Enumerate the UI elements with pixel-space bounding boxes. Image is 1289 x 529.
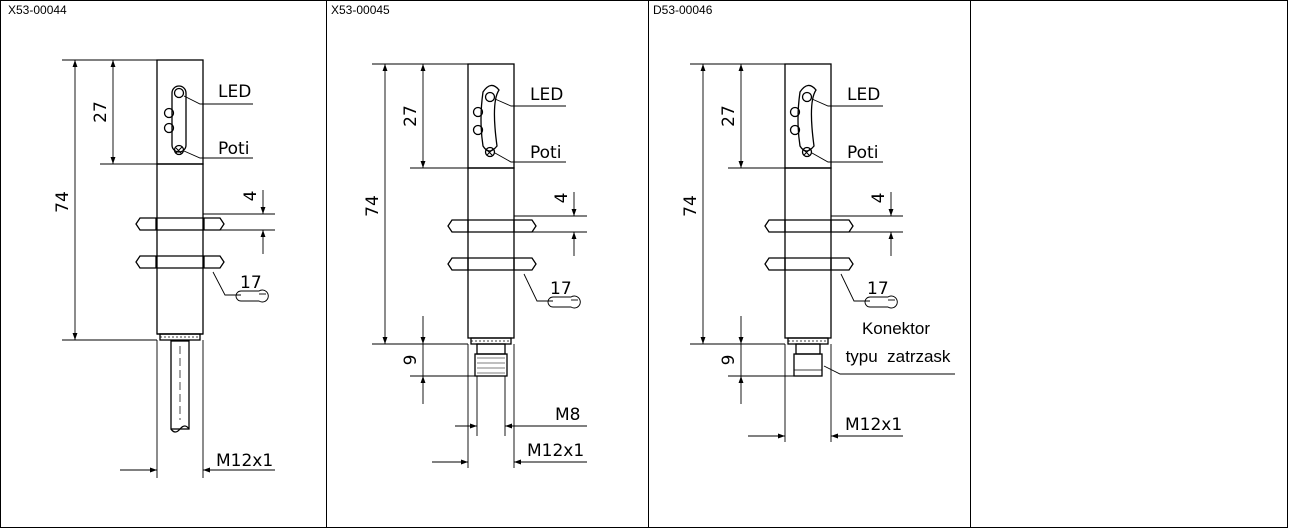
- dim-4-3: 4: [869, 193, 889, 204]
- dim-9-2: 9: [401, 355, 421, 366]
- cell-code-2: X53-00045: [331, 3, 390, 17]
- dim-m8-2: M8: [555, 405, 580, 425]
- dim-17-1: 17: [240, 273, 262, 293]
- sensor-drawing-3: [690, 63, 955, 442]
- cell-code-1: X53-00044: [8, 3, 67, 17]
- konektor-label-line1: Konektor: [862, 319, 930, 338]
- sensor-drawing-2: [372, 63, 587, 468]
- dim-m12-2: M12x1: [527, 441, 584, 461]
- dim-17-3: 17: [867, 279, 889, 299]
- led-label-3: LED: [847, 85, 880, 105]
- dim-m12-1: M12x1: [216, 451, 273, 471]
- cell-code-3: D53-00046: [653, 3, 713, 17]
- poti-label-2: Poti: [530, 143, 561, 163]
- dim-27-2: 27: [401, 105, 421, 127]
- dim-27-1: 27: [91, 101, 111, 123]
- led-label-1: LED: [218, 82, 251, 102]
- dim-27-3: 27: [719, 105, 739, 127]
- dim-74-3: 74: [681, 195, 701, 217]
- dim-4-1: 4: [241, 191, 261, 202]
- dim-4-2: 4: [552, 193, 572, 204]
- dim-m12-3: M12x1: [845, 415, 902, 435]
- dim-17-2: 17: [550, 279, 572, 299]
- dim-9-3: 9: [719, 355, 739, 366]
- dim-74-1: 74: [53, 191, 73, 213]
- sensor-drawing-1: [62, 59, 275, 478]
- poti-label-1: Poti: [218, 139, 249, 159]
- dim-74-2: 74: [363, 195, 383, 217]
- cell-divider-3: [970, 0, 971, 528]
- cell-divider-2: [648, 0, 649, 528]
- poti-label-3: Poti: [847, 143, 878, 163]
- led-label-2: LED: [530, 85, 563, 105]
- cell-divider-1: [326, 0, 327, 528]
- konektor-label-line2: typu zatrzask: [846, 347, 951, 366]
